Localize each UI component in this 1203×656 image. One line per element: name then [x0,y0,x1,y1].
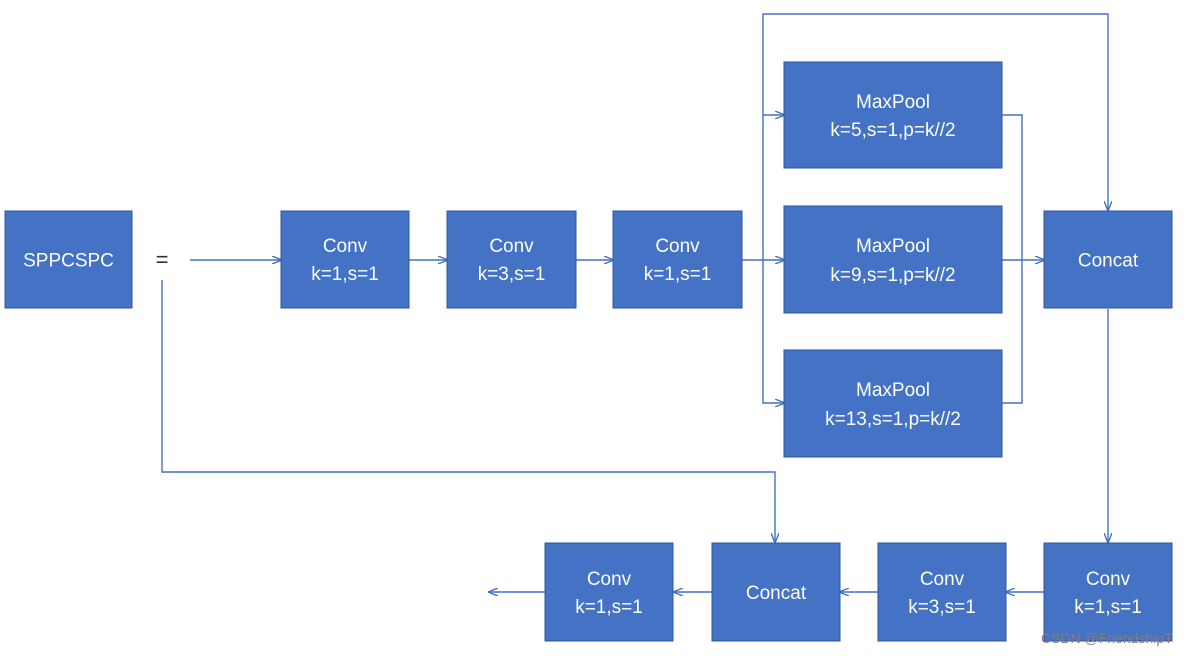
node-conv6-line-1: Conv [587,569,632,590]
edge-maxpool13-to-concat1 [1002,260,1023,404]
node-concat1: Concat [1043,210,1173,309]
node-maxpool5-line-1: MaxPool [856,92,930,113]
node-concat2-line-1: Concat [746,583,807,604]
edge-skip-to-concat1 [762,13,1108,210]
node-maxpool9: MaxPool k=9,s=1,p=k//2 [783,205,1003,314]
node-concat2: Concat [711,542,841,642]
node-sppcspc: SPPCSPC [4,210,133,309]
edge-branch-to-maxpool13 [762,260,784,403]
node-conv5: Conv k=3,s=1 [877,542,1007,642]
node-conv1-line-2: k=1,s=1 [311,264,379,285]
node-maxpool9-line-1: MaxPool [856,236,930,257]
node-sppcspc-line-1: SPPCSPC [23,251,114,272]
node-maxpool13-line-2: k=13,s=1,p=k//2 [825,409,961,430]
edges [161,13,1108,592]
node-conv3: Conv k=1,s=1 [612,210,743,309]
equals-sign: = [156,247,169,272]
node-conv2-line-1: Conv [489,236,534,257]
node-conv2-line-2: k=3,s=1 [478,264,546,285]
node-conv4-line-1: Conv [1086,569,1131,590]
node-conv6: Conv k=1,s=1 [544,542,674,642]
node-conv4-line-2: k=1,s=1 [1074,597,1142,618]
node-conv6-line-2: k=1,s=1 [575,597,643,618]
node-maxpool13-line-1: MaxPool [856,380,930,401]
node-conv3-line-2: k=1,s=1 [644,264,712,285]
edge-maxpool5-to-concat1 [1002,114,1023,260]
node-maxpool13: MaxPool k=13,s=1,p=k//2 [783,349,1003,458]
node-conv3-line-1: Conv [655,236,700,257]
node-concat1-line-1: Concat [1078,251,1139,272]
node-conv1-line-1: Conv [323,236,368,257]
node-maxpool5-line-2: k=5,s=1,p=k//2 [830,120,955,141]
watermark: CSDN @FriendshipT [1041,630,1173,646]
node-conv4: Conv k=1,s=1 [1043,542,1173,642]
node-conv5-line-1: Conv [920,569,965,590]
node-maxpool9-line-2: k=9,s=1,p=k//2 [830,265,955,286]
node-conv2: Conv k=3,s=1 [446,210,577,309]
edge-input-to-concat2 [161,280,775,542]
edge-branch-to-maxpool5 [762,115,784,260]
node-conv1: Conv k=1,s=1 [280,210,410,309]
node-maxpool5: MaxPool k=5,s=1,p=k//2 [783,61,1003,169]
node-conv5-line-2: k=3,s=1 [908,597,976,618]
